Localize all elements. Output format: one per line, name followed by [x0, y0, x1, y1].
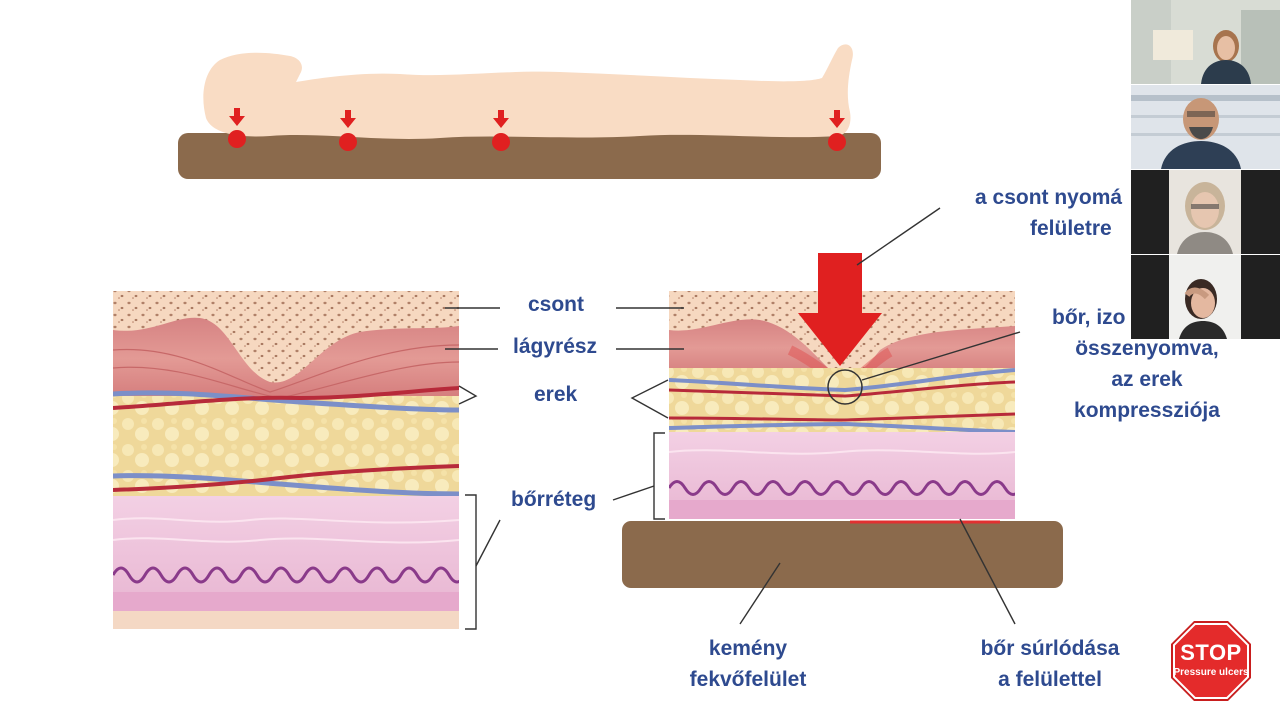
mattress-bottom — [622, 521, 1063, 588]
participant-1-video[interactable] — [1131, 0, 1280, 84]
stop-octagon-icon — [1171, 621, 1251, 701]
participant-2-video[interactable] — [1131, 85, 1280, 169]
label-skin-compressed: bőr, izo — [1052, 302, 1126, 333]
stop-subtext: Pressure ulcers — [1173, 667, 1249, 678]
vessel-vein — [113, 390, 459, 413]
label-bone-pressure-line1: a csont nyomá — [975, 186, 1123, 209]
label-hard-surface: kemény fekvőfelület — [668, 633, 828, 695]
label-lagyresz: lágyrész — [513, 335, 598, 358]
participant-1-thumbnail — [1131, 0, 1280, 84]
participant-2-thumbnail — [1131, 85, 1280, 169]
label-skin-compressed-line2: összenyomva, — [1075, 337, 1219, 360]
dermis-wave — [113, 566, 459, 584]
mattress-top — [178, 133, 881, 179]
body-silhouette — [203, 44, 853, 139]
fat-layer — [113, 396, 459, 496]
label-skin-compressed-rest: összenyomva, az erek kompressziója — [1062, 333, 1232, 426]
participant-3-video[interactable] — [1131, 170, 1280, 254]
label-borreteg: bőrréteg — [511, 488, 597, 511]
label-hard-surface-line2: fekvőfelület — [689, 668, 807, 691]
label-skin-friction: bőr súrlódása a felülettel — [968, 633, 1132, 695]
label-skin-friction-line2: a felülettel — [998, 668, 1102, 691]
compressed-tissue-cross-section — [669, 291, 1015, 519]
label-hard-surface-line1: kemény — [708, 637, 788, 660]
pressure-point-sacrum — [492, 110, 510, 151]
label-erek: erek — [534, 383, 578, 406]
vessel-artery — [113, 386, 459, 410]
lying-body-illustration — [178, 44, 881, 179]
leader-lines — [445, 207, 1021, 630]
compression-highlight-circle — [827, 369, 863, 405]
participant-3-thumbnail — [1131, 170, 1280, 254]
pressure-point-heel — [828, 110, 846, 151]
participant-4-video[interactable] — [1131, 255, 1280, 339]
stop-text: STOP — [1180, 640, 1242, 665]
soft-tissue-layer — [113, 317, 459, 400]
label-skin-compressed-line4: kompressziója — [1074, 399, 1220, 422]
stop-pressure-ulcers-logo: STOP Pressure ulcers — [1170, 620, 1252, 702]
pressure-point-shoulder — [339, 110, 357, 151]
pressure-point-markers — [228, 108, 846, 151]
label-bone-pressure-line2: felületre — [1030, 217, 1112, 240]
label-csont: csont — [528, 293, 585, 316]
compression-arrow — [798, 253, 882, 366]
label-skin-compressed-line3: az erek — [1111, 368, 1183, 391]
label-skin-compressed-line1: bőr, izo — [1052, 306, 1126, 329]
label-skin-friction-line1: bőr súrlódása — [980, 637, 1120, 660]
pressure-point-head — [228, 108, 246, 148]
skin-layer — [113, 496, 459, 611]
participant-4-thumbnail — [1131, 255, 1280, 339]
label-bone-pressure: a csont nyomá felületre — [975, 182, 1122, 244]
normal-tissue-cross-section — [113, 291, 459, 629]
